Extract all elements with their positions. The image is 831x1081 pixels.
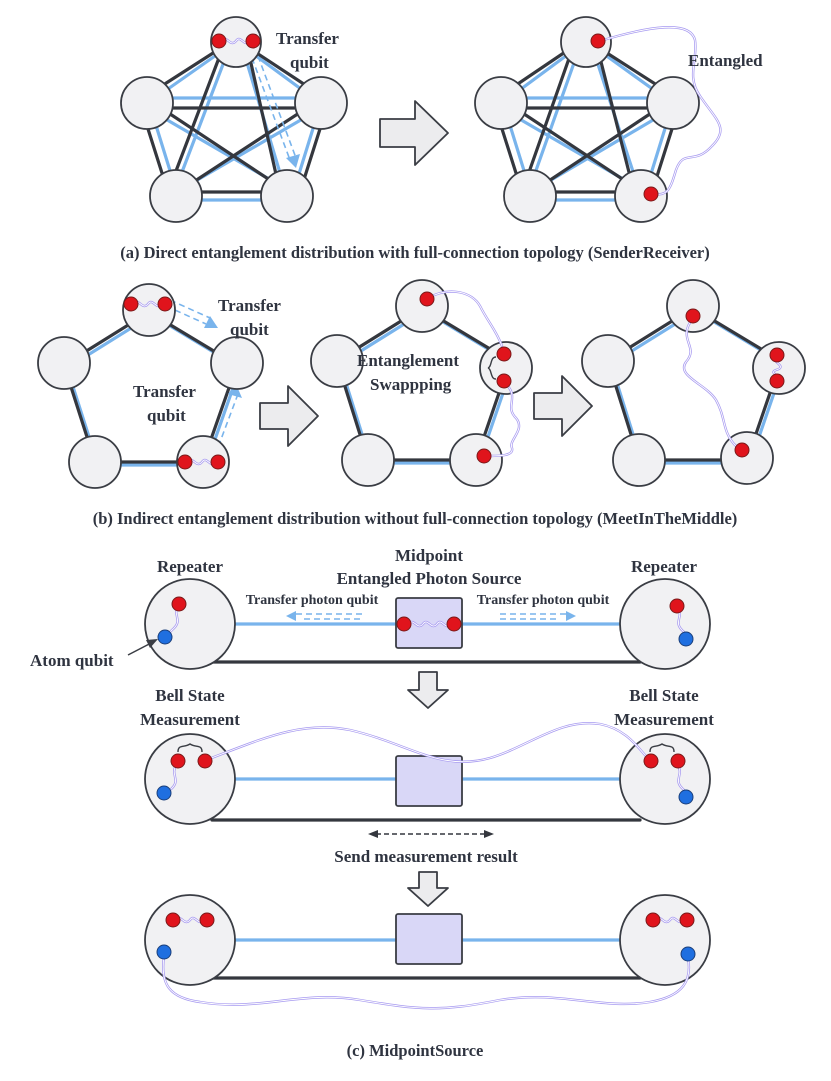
ring-node <box>720 431 774 485</box>
photon-qubit <box>670 753 686 769</box>
ring-node <box>612 433 666 487</box>
repeater-node-left <box>144 578 236 670</box>
mesh-node-bottom-left <box>503 169 557 223</box>
repeater-node-right <box>619 733 711 825</box>
repeater-node-right <box>619 894 711 986</box>
transition-arrow <box>407 671 449 709</box>
photon-qubit <box>643 186 659 202</box>
transition-arrow <box>407 871 449 907</box>
mesh-node-right <box>646 76 700 130</box>
photon-qubit <box>496 373 512 389</box>
photon-qubit <box>476 448 492 464</box>
transfer-photon-label-right: Transfer photon qubit <box>477 593 610 608</box>
atom-qubit-label: Atom qubit <box>30 651 114 670</box>
photon-qubit <box>685 308 701 324</box>
mesh-node-top <box>560 16 612 68</box>
mesh-node-bottom-right <box>260 169 314 223</box>
ring-node <box>122 283 176 337</box>
send-result-label: Send measurement result <box>334 847 518 866</box>
ring-node <box>210 336 264 390</box>
ring-node <box>395 279 449 333</box>
mesh-node-left <box>120 76 174 130</box>
entangled-label: Entangled <box>688 51 763 70</box>
atom-qubit <box>678 631 694 647</box>
repeater-node-right <box>619 578 711 670</box>
photon-qubit <box>396 616 412 632</box>
photon-qubit <box>590 33 606 49</box>
entangled-photon-source <box>395 755 463 807</box>
photon-qubit <box>210 454 226 470</box>
repeater-label-right: Repeater <box>631 557 698 576</box>
transfer-photon-label-left: Transfer photon qubit <box>246 593 379 608</box>
full-mesh-network-after: Entangled <box>474 16 763 223</box>
ring-node <box>666 279 720 333</box>
atom-qubit <box>678 789 694 805</box>
photon-qubit <box>171 596 187 612</box>
photon-qubit <box>643 753 659 769</box>
atom-qubit <box>156 944 172 960</box>
caption-b: (b) Indirect entanglement distribution w… <box>93 509 738 528</box>
transition-arrow <box>379 100 449 166</box>
transition-arrow <box>259 385 319 447</box>
mesh-node-right <box>294 76 348 130</box>
photon-qubit <box>199 912 215 928</box>
photon-qubit <box>645 912 661 928</box>
atom-qubit <box>157 629 173 645</box>
photon-qubit <box>669 598 685 614</box>
photon-qubit <box>165 912 181 928</box>
ring-node <box>581 334 635 388</box>
entangled-photon-source <box>395 913 463 965</box>
atom-qubit <box>156 785 172 801</box>
photon-qubit <box>123 296 139 312</box>
photon-qubit <box>245 33 261 49</box>
atom-qubit <box>680 946 696 962</box>
caption-c: (c) MidpointSource <box>347 1041 484 1060</box>
photon-qubit <box>419 291 435 307</box>
photon-qubit <box>197 753 213 769</box>
midpoint-row-3 <box>144 894 711 1010</box>
mesh-node-bottom-left <box>149 169 203 223</box>
photon-qubit <box>177 454 193 470</box>
mesh-node-left <box>474 76 528 130</box>
photon-qubit <box>769 373 785 389</box>
ring-network-step-3 <box>581 279 806 487</box>
ring-node <box>68 435 122 489</box>
transition-arrow <box>533 375 593 437</box>
repeater-node-left <box>144 894 236 986</box>
repeater-node-left <box>144 733 236 825</box>
photon-qubit <box>157 296 173 312</box>
photon-qubit <box>170 753 186 769</box>
mesh-node-bottom-right <box>614 169 668 223</box>
photon-qubit <box>734 442 750 458</box>
repeater-label-left: Repeater <box>157 557 224 576</box>
photon-qubit <box>446 616 462 632</box>
photon-qubit <box>211 33 227 49</box>
ring-node <box>479 341 533 395</box>
ring-node <box>449 433 503 487</box>
photon-qubit <box>496 346 512 362</box>
ring-node <box>37 336 91 390</box>
ring-node <box>310 334 364 388</box>
ring-node <box>341 433 395 487</box>
photon-qubit <box>679 912 695 928</box>
caption-a: (a) Direct entanglement distribution wit… <box>120 243 710 262</box>
photon-qubit <box>769 347 785 363</box>
